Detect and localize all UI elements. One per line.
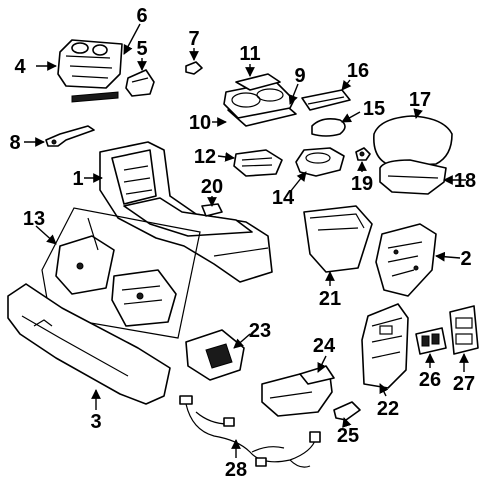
callout-4: 4 — [14, 56, 26, 78]
callout-2: 2 — [460, 248, 471, 270]
switch-panel-part — [449, 305, 479, 355]
retainer-part — [355, 147, 371, 161]
bracket-part — [45, 125, 95, 147]
callout-3: 3 — [90, 411, 101, 433]
callout-23: 23 — [249, 320, 271, 342]
side-panel-part — [361, 303, 409, 389]
shift-cap-part — [125, 69, 155, 97]
callout-12: 12 — [194, 146, 216, 168]
callout-24: 24 — [313, 335, 336, 357]
clip-part — [185, 61, 203, 75]
callout-11: 11 — [239, 43, 260, 65]
callout-15: 15 — [363, 98, 385, 120]
callout-9: 9 — [294, 65, 305, 87]
pad-part — [311, 118, 346, 137]
storage-bin-part — [303, 205, 373, 273]
callout-17: 17 — [409, 89, 431, 111]
console-body-part — [99, 141, 273, 283]
side-bracket-part — [375, 223, 437, 297]
switch-part — [415, 327, 447, 355]
callout-13: 13 — [23, 208, 45, 230]
callout-labels: 4 6 5 7 8 11 9 10 12 16 15 17 18 19 14 2… — [9, 5, 476, 481]
callout-21: 21 — [319, 288, 341, 310]
callout-10: 10 — [189, 112, 211, 134]
callout-5: 5 — [136, 38, 147, 60]
carrier-part — [261, 365, 335, 417]
callout-16: 16 — [347, 60, 369, 82]
callout-1: 1 — [72, 168, 83, 190]
callout-19: 19 — [351, 173, 373, 195]
trim-panel-part — [233, 149, 283, 177]
armrest-cushion-part — [373, 115, 453, 167]
callout-6: 6 — [136, 5, 147, 27]
callout-20: 20 — [201, 176, 223, 198]
cupholder-insert-part — [223, 73, 297, 127]
bezel-part — [185, 329, 245, 381]
wiring-harness-part — [179, 395, 321, 468]
leader-lines — [24, 23, 469, 458]
callout-28: 28 — [225, 459, 247, 481]
cupholder-part — [295, 147, 345, 177]
callout-25: 25 — [337, 425, 359, 447]
callout-7: 7 — [188, 28, 199, 50]
lower-trim-part — [7, 283, 171, 405]
callout-26: 26 — [419, 369, 441, 391]
callout-8: 8 — [9, 132, 20, 154]
armrest-base-part — [379, 159, 447, 195]
callout-22: 22 — [377, 398, 399, 420]
callout-14: 14 — [272, 187, 295, 209]
callout-18: 18 — [454, 170, 476, 192]
latch-part — [333, 401, 361, 421]
shifter-bezel-part — [57, 39, 123, 103]
lid-part — [301, 89, 351, 111]
callout-27: 27 — [453, 373, 475, 395]
